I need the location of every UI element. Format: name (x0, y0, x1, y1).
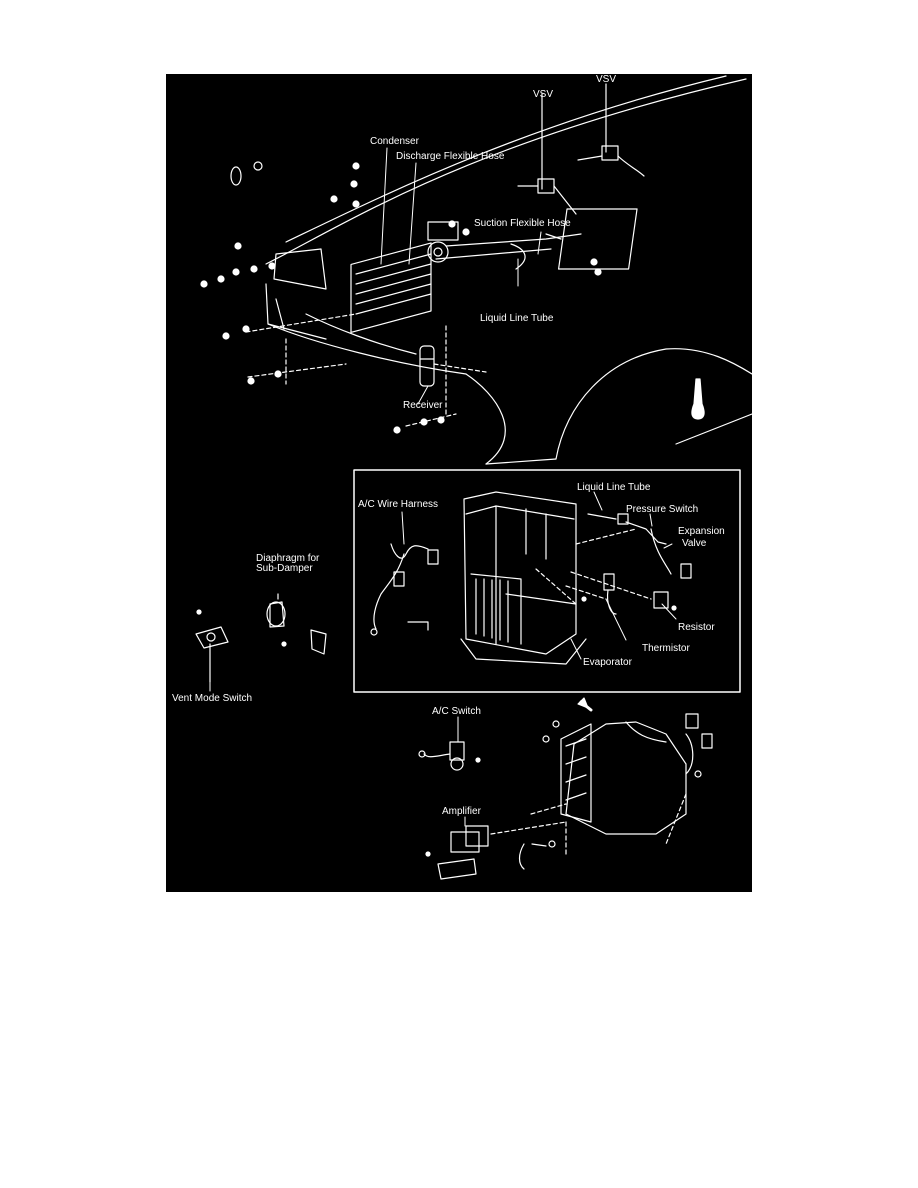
label-vsv-left: VSV (533, 89, 554, 100)
ac-wire-harness-part (370, 543, 439, 636)
assembly-lines-bottom (490, 793, 687, 855)
evaporator-inset-frame (353, 469, 741, 693)
label-pressure-switch: Pressure Switch (626, 504, 699, 515)
ac-switch-part (418, 741, 481, 771)
label-discharge-flexible-hose: Discharge Flexible Hose (396, 151, 505, 162)
label-vsv-right: VSV (596, 74, 617, 85)
diaphragm-part (266, 593, 327, 655)
receiver-part (419, 345, 435, 387)
vehicle-body-outline (265, 75, 752, 465)
label-liquid-line-tube-top: Liquid Line Tube (480, 313, 554, 324)
label-liquid-line-tube-inset: Liquid Line Tube (577, 482, 651, 493)
label-amplifier: Amplifier (442, 806, 481, 817)
inset-right-parts (581, 513, 692, 615)
amplifier-part (425, 825, 556, 880)
leader-lines (209, 147, 677, 827)
assembly-lines-top (245, 313, 487, 427)
line-art (195, 75, 752, 880)
assembly-lines-inset (535, 528, 652, 605)
label-evaporator: Evaporator (583, 657, 632, 668)
label-ac-switch: A/C Switch (432, 706, 481, 717)
label-vent-mode-switch: Vent Mode Switch (172, 693, 253, 704)
label-condenser: Condenser (370, 136, 419, 147)
label-diaphragm-for: Diaphragm for (256, 553, 320, 564)
vent-mode-switch-part (195, 609, 229, 683)
label-ac-wire-harness: A/C Wire Harness (358, 499, 439, 510)
ac-system-exploded-diagram: VSV VSV Condenser Discharge Flexible Hos… (166, 74, 752, 892)
label-receiver: Receiver (403, 400, 443, 411)
label-resistor: Resistor (678, 622, 715, 633)
label-thermistor: Thermistor (642, 643, 690, 654)
vsv-parts (517, 83, 645, 270)
fasteners-top (200, 161, 602, 434)
label-suction-flexible-hose: Suction Flexible Hose (474, 218, 571, 229)
label-expansion: Expansion (678, 526, 725, 537)
heater-unit-bottom (542, 697, 713, 835)
condenser-assembly (350, 221, 582, 334)
label-sub-damper: Sub-Damper (256, 563, 313, 574)
label-valve: Valve (682, 538, 707, 549)
evaporator-unit-inset (460, 491, 587, 665)
